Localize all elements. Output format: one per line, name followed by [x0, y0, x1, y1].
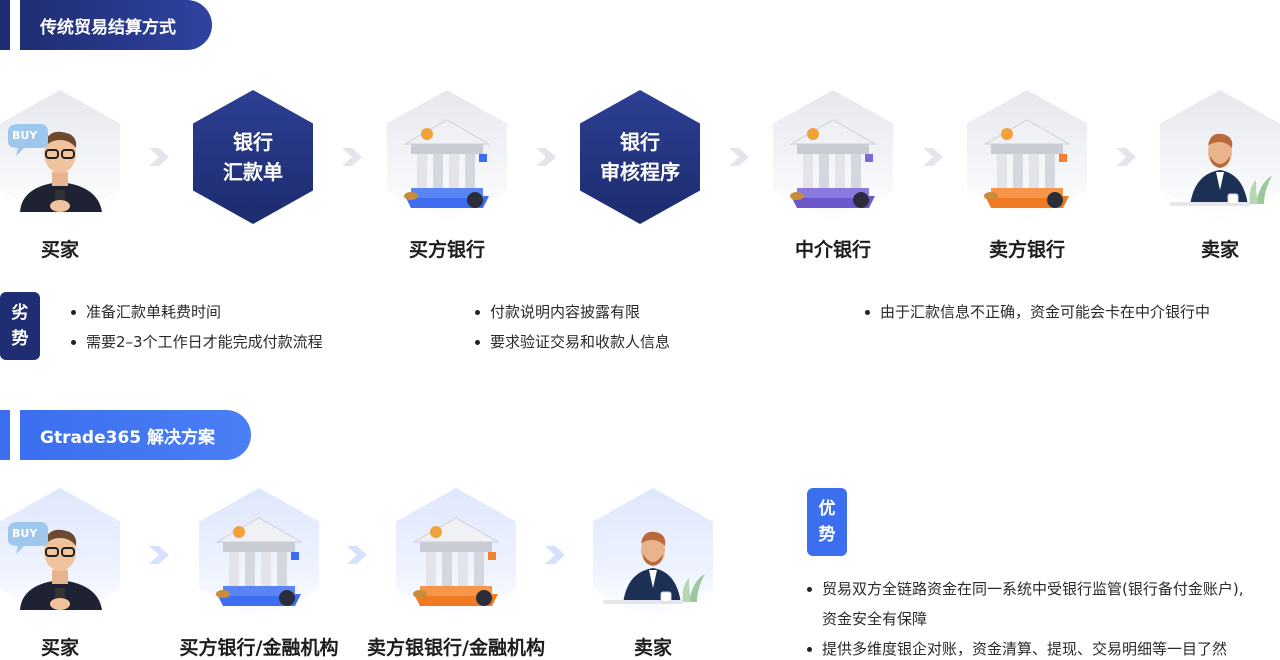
section-traditional-header: 传统贸易结算方式	[0, 0, 212, 50]
flow-arrow-icon	[545, 546, 565, 564]
bank-building-icon	[412, 517, 500, 606]
flow-arrow-icon	[149, 546, 169, 564]
node-review: 银行 审核程序	[580, 90, 700, 224]
seller-person-icon	[603, 531, 705, 604]
advantage-badge: 优 势	[807, 488, 847, 556]
buyer-person-icon	[8, 124, 102, 212]
list-item: 由于汇款信息不正确，资金可能会卡在中介银行中	[862, 297, 1210, 327]
bank-building-icon	[983, 119, 1071, 208]
disadvantages-col2: 付款说明内容披露有限 要求验证交易和收款人信息	[472, 297, 670, 357]
node-review-line1: 银行	[620, 130, 660, 154]
flow-arrow-icon	[923, 148, 943, 166]
list-item-continuation: 资金安全有保障	[822, 610, 928, 628]
section-title: Gtrade365 解决方案	[20, 410, 252, 460]
node-label-buyer-bank: 买方银行/金融机构	[179, 637, 339, 659]
disadvantages-col3: 由于汇款信息不正确，资金可能会卡在中介银行中	[862, 297, 1210, 327]
seller-person-icon	[1170, 133, 1272, 206]
node-label-seller: 卖家	[633, 637, 672, 659]
node-label-intermediary-bank: 中介银行	[794, 239, 871, 261]
list-item: 贸易双方全链路资金在同一系统中受银行监管(银行备付金账户),	[804, 574, 1243, 604]
flow-arrow-icon	[342, 148, 362, 166]
list-item: 需要2–3个工作日才能完成付款流程	[68, 327, 323, 357]
node-label-buyer: 买家	[40, 239, 79, 261]
buy-tag-text: BUY	[12, 527, 38, 540]
node-remittance-line1: 银行	[233, 130, 273, 154]
node-label-seller-bank: 卖方银银行/金融机构	[367, 637, 545, 659]
buy-tag-text: BUY	[12, 129, 38, 142]
flow-arrow-icon	[347, 546, 367, 564]
list-item: 提供多维度银企对账，资金清算、提现、交易明细等一目了然	[804, 634, 1243, 660]
section-solution-header: Gtrade365 解决方案	[0, 410, 252, 460]
buyer-person-icon	[8, 522, 102, 610]
disadvantage-badge: 劣 势	[0, 292, 40, 360]
bank-building-icon	[789, 119, 877, 208]
flow-arrow-icon	[536, 148, 556, 166]
list-item: 准备汇款单耗费时间	[68, 297, 323, 327]
node-label-buyer: 买家	[40, 637, 79, 659]
advantage-badge-char2: 势	[818, 525, 836, 545]
section-accent-bar	[0, 410, 10, 460]
disadvantages-col1: 准备汇款单耗费时间 需要2–3个工作日才能完成付款流程	[68, 297, 323, 357]
node-label-seller-bank: 卖方银行	[988, 239, 1065, 261]
flow-arrow-icon	[1116, 148, 1136, 166]
flow-arrow-icon	[149, 148, 169, 166]
disadvantage-badge-char2: 势	[11, 329, 29, 349]
section-title: 传统贸易结算方式	[20, 0, 212, 50]
node-review-line2: 审核程序	[600, 160, 680, 184]
disadvantage-badge-char1: 劣	[11, 303, 29, 323]
node-remittance-line2: 汇款单	[223, 160, 283, 184]
node-label-buyer-bank: 买方银行	[408, 239, 485, 261]
node-remittance: 银行 汇款单	[193, 90, 313, 224]
advantages-list: 贸易双方全链路资金在同一系统中受银行监管(银行备付金账户), 资金安全有保障 提…	[804, 574, 1243, 660]
bank-building-icon	[403, 119, 491, 208]
list-item: 要求验证交易和收款人信息	[472, 327, 670, 357]
section-accent-bar	[0, 0, 10, 50]
flow-arrow-icon	[729, 148, 749, 166]
bank-building-icon	[215, 517, 303, 606]
advantage-badge-char1: 优	[818, 499, 836, 519]
list-item: 付款说明内容披露有限	[472, 297, 670, 327]
node-label-seller: 卖家	[1200, 239, 1239, 261]
